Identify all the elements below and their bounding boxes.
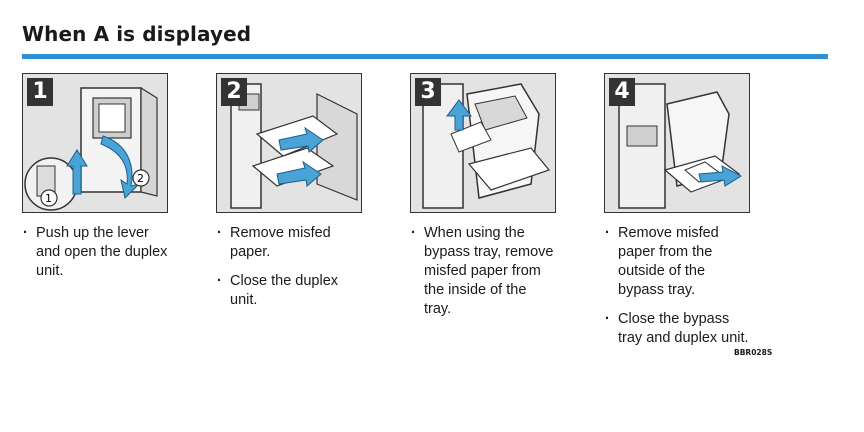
step-2-instructions: Remove misfed paper. Close the duplex un… (216, 224, 362, 310)
step-1: 1 1 2 Push up the lever and open the dup… (22, 73, 168, 281)
step-number: 1 (27, 78, 53, 106)
instruction-item: Push up the lever and open the duplex un… (22, 224, 168, 281)
step-1-illustration: 1 1 2 (22, 73, 168, 213)
step-number: 4 (609, 78, 635, 106)
step-number: 3 (415, 78, 441, 106)
instruction-item: Remove misfed paper. (216, 224, 362, 262)
svg-text:2: 2 (137, 172, 144, 185)
step-2-illustration: 2 (216, 73, 362, 213)
step-3-instructions: When using the bypass tray, remove misfe… (410, 224, 556, 319)
step-1-instructions: Push up the lever and open the duplex un… (22, 224, 168, 281)
instruction-item: When using the bypass tray, remove misfe… (410, 224, 556, 319)
page-title: When A is displayed (22, 22, 252, 46)
step-2: 2 Remove misfed paper. Close the duplex … (216, 73, 362, 310)
step-3: 3 When using the bypass tray, remove mis… (410, 73, 556, 319)
instruction-item: Close the duplex unit. (216, 272, 362, 310)
title-rule (22, 54, 828, 59)
figure-code: BBR028S (734, 348, 773, 357)
step-number: 2 (221, 78, 247, 106)
step-4: 4 Remove misfed paper from the outside o… (604, 73, 750, 348)
svg-text:1: 1 (45, 192, 52, 205)
instruction-item: Close the bypass tray and duplex unit. (604, 310, 750, 348)
step-4-instructions: Remove misfed paper from the outside of … (604, 224, 750, 348)
instruction-item: Remove misfed paper from the outside of … (604, 224, 750, 300)
step-3-illustration: 3 (410, 73, 556, 213)
duplex-unit-illustration: 1 2 (23, 74, 167, 212)
step-4-illustration: 4 (604, 73, 750, 213)
